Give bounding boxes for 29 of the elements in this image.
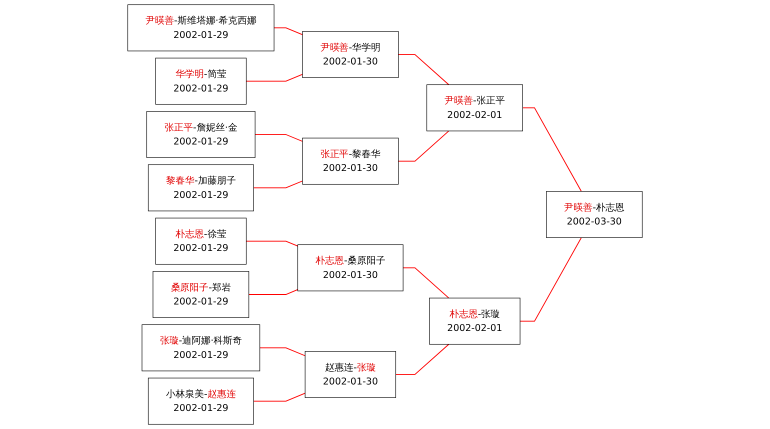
node-box: 小林泉美-赵惠连 2002-01-29 (148, 378, 254, 425)
node-box: 张正平-黎春华 2002-01-30 (302, 138, 399, 185)
connector (259, 347, 306, 356)
connector (398, 54, 450, 86)
connector (274, 27, 303, 36)
node-box: 尹暎善-斯维塔娜·希克西娜 2002-01-29 (127, 4, 274, 52)
node-box: 尹暎善-朴志恩 2002-03-30 (546, 191, 643, 238)
connector (246, 74, 303, 82)
node-box: 朴志恩-徐莹 2002-01-29 (155, 218, 247, 265)
connector (522, 107, 582, 192)
connector (402, 267, 450, 298)
node-box: 桑原阳子-郑岩 2002-01-29 (152, 271, 250, 318)
node-box: 尹暎善-华学明 2002-01-30 (302, 31, 399, 78)
node-box: 张正平-詹妮丝·金 2002-01-29 (146, 111, 256, 158)
node-box: 朴志恩-桑原阳子 2002-01-30 (297, 244, 404, 292)
node-box: 张璇-迪阿娜·科斯奇 2002-01-29 (142, 324, 260, 372)
node-box: 朴志恩-张璇 2002-02-01 (429, 298, 520, 345)
connector (253, 180, 303, 188)
connector (254, 134, 303, 142)
connector (395, 344, 450, 375)
node-box: 尹暎善-张正平 2002-02-01 (426, 84, 523, 132)
connector (253, 392, 306, 402)
node-box: 华学明-简莹 2002-01-29 (155, 58, 247, 105)
connector (248, 289, 298, 295)
connector (246, 240, 298, 246)
node-box: 黎春华-加藤朋子 2002-01-29 (148, 164, 254, 212)
node-box: 赵惠连-张璇 2002-01-30 (304, 351, 396, 398)
connector (398, 130, 450, 162)
connector (520, 237, 582, 322)
